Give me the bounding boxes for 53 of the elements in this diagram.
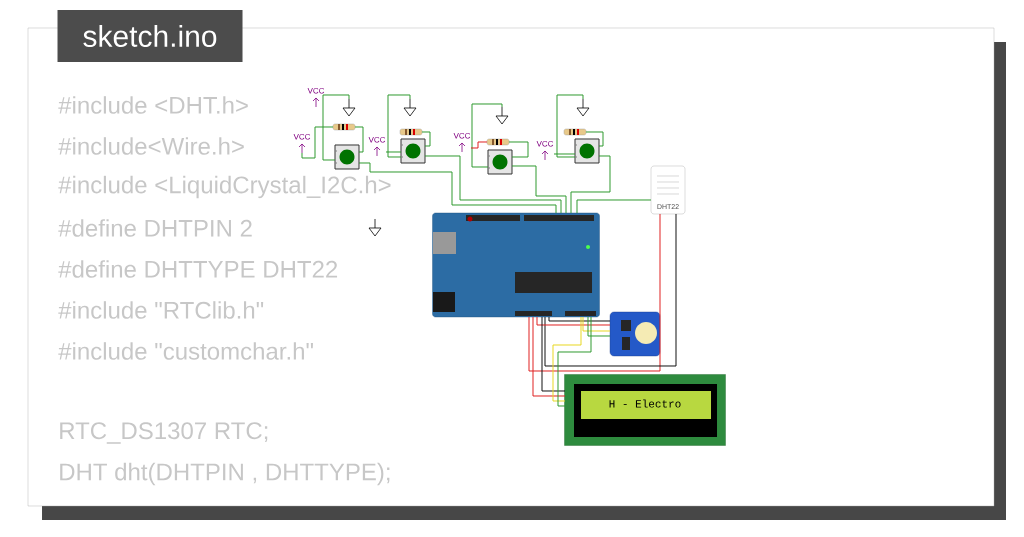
wire [576, 199, 652, 214]
code-line: #include "RTClib.h" [58, 301, 264, 319]
wire [424, 155, 562, 214]
ground-symbol [495, 106, 509, 125]
push-button [574, 138, 600, 164]
wire [301, 126, 334, 159]
wire [322, 94, 350, 161]
wire [582, 316, 611, 332]
wire [358, 162, 557, 214]
wire [508, 141, 529, 158]
wire [387, 94, 411, 158]
resistor [332, 123, 356, 131]
wire [557, 316, 592, 407]
wire [528, 213, 661, 372]
push-button [487, 149, 513, 175]
resistor [486, 138, 510, 146]
code-line: #define DHTTYPE DHT22 [58, 260, 338, 278]
wire [548, 316, 611, 322]
ground-symbol [576, 98, 590, 117]
title-tab: sketch.ino [57, 10, 243, 62]
code-line: DHT dht(DHTPIN , DHTTYPE); [60, 462, 390, 486]
wire [587, 316, 611, 337]
ground-symbol [342, 98, 356, 117]
wire [385, 151, 402, 153]
code-line: RTC_DS1307 RTC; [60, 422, 268, 444]
resistor [563, 128, 587, 136]
code-line: #include <DHT.h> [58, 96, 248, 114]
wire [536, 316, 611, 326]
code-line: #include<Wire.h> [58, 137, 244, 155]
push-button [400, 138, 426, 164]
wire [511, 165, 567, 214]
wire [544, 213, 677, 367]
wire [471, 103, 503, 168]
wire [552, 316, 582, 402]
code-line: #include <LiquidCrystal_I2C.h> [58, 175, 391, 199]
resistor [399, 128, 423, 136]
wire [570, 155, 611, 214]
clock-module-drawing [609, 311, 661, 357]
ground-symbol [368, 218, 382, 237]
wire [553, 153, 576, 155]
wire [421, 131, 431, 147]
wire [556, 94, 584, 158]
microcontroller-board-drawing [432, 212, 600, 318]
push-button [334, 144, 360, 170]
code-line: #define DHTPIN 2 [58, 219, 252, 237]
wire [354, 126, 364, 153]
wire [532, 316, 566, 397]
lcd-display: H - Electro [564, 374, 726, 446]
ground-symbol [403, 98, 417, 117]
wire [541, 316, 566, 392]
wire [585, 131, 604, 147]
code-line: #include "customchar.h" [58, 342, 313, 360]
wire [470, 141, 488, 149]
